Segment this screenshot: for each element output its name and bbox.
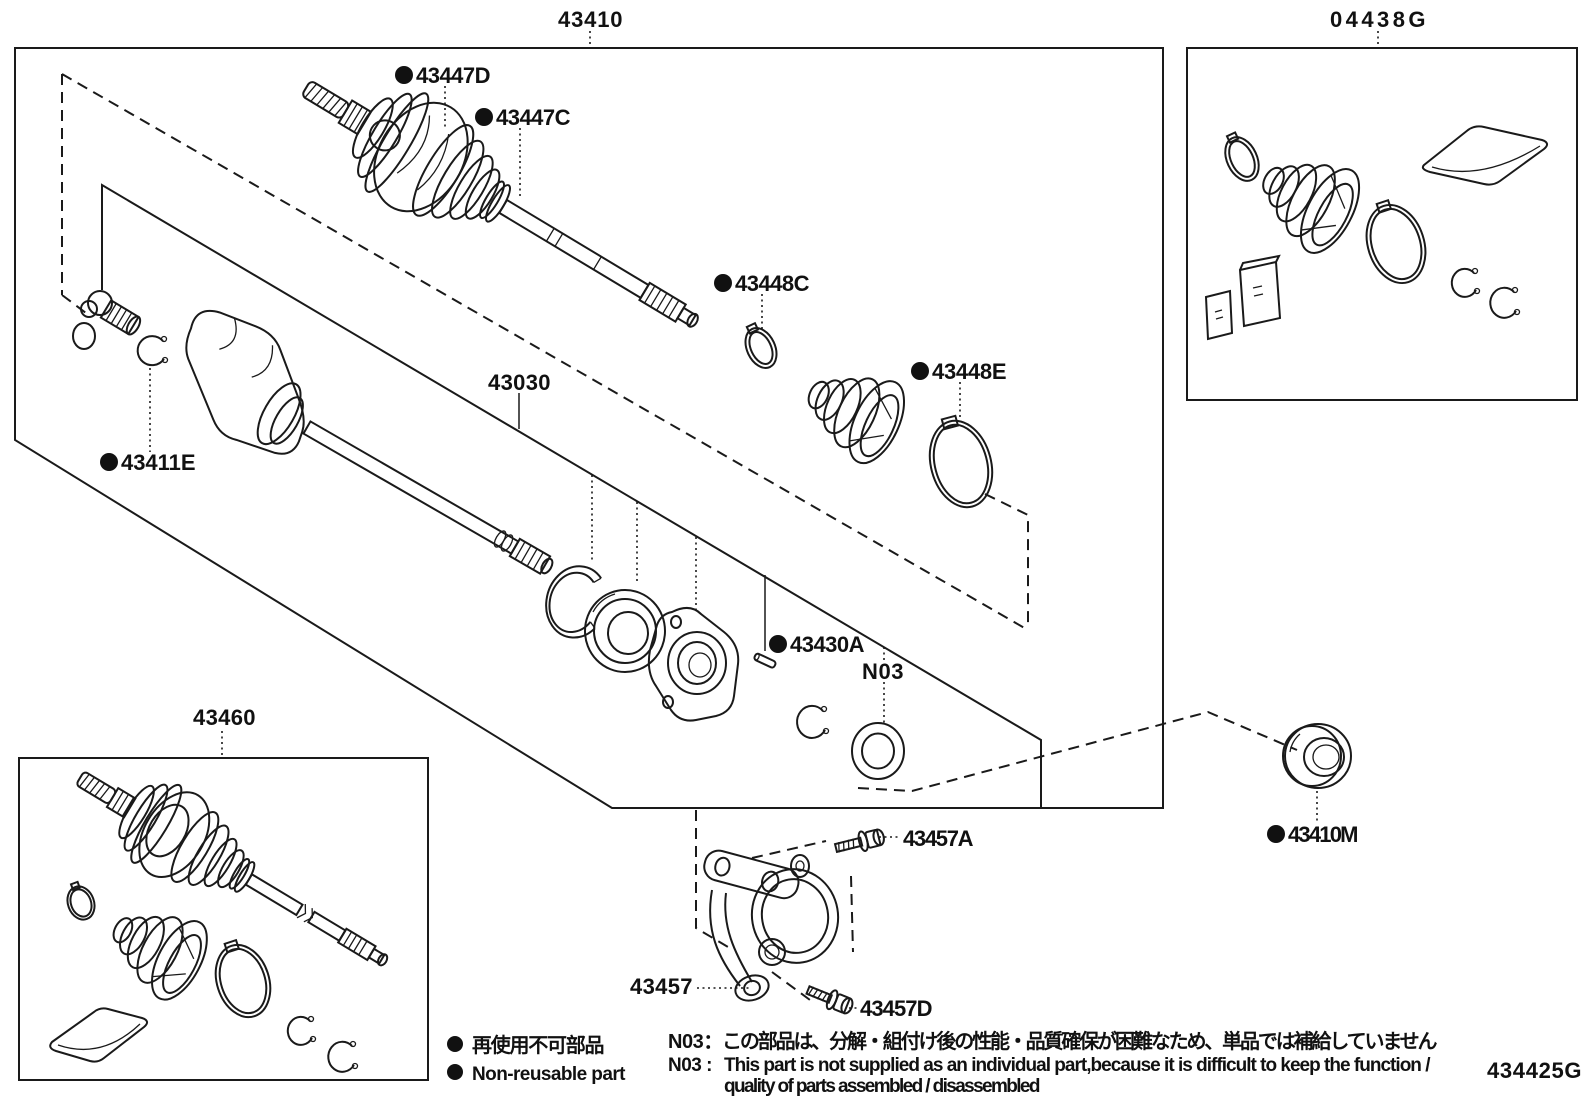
bracket-boss bbox=[758, 938, 786, 966]
label-43457D: 43457D bbox=[860, 996, 932, 1021]
inner-shaft-projection-lines bbox=[101, 183, 1042, 808]
label-leader-lines bbox=[149, 31, 1379, 1009]
part-number-labels: 43410 04438G 43460 43447D 43447C 43448C … bbox=[100, 7, 1426, 1021]
kit-grease-pack bbox=[1421, 125, 1548, 186]
legend-non-reusable-en: Non-reusable part bbox=[472, 1064, 626, 1085]
label-43430A: 43430A bbox=[790, 632, 865, 657]
bolt-43457D bbox=[805, 984, 854, 1015]
inner-axle-splined-end bbox=[508, 537, 552, 576]
label-43448E: 43448E bbox=[932, 359, 1006, 384]
note-n03-en-line1: This part is not supplied as an individu… bbox=[724, 1055, 1431, 1076]
label-N03-callout: N03 bbox=[862, 659, 903, 684]
legend-non-reusable-jp: 再使用不可部品 bbox=[472, 1033, 604, 1057]
inboard-joint-housing bbox=[185, 309, 554, 576]
bracket-foot bbox=[734, 974, 770, 1002]
non-reusable-dot-icon bbox=[1267, 825, 1285, 843]
outboard-joint-shaft-drawing bbox=[302, 81, 699, 328]
projection-dashed-lines bbox=[61, 73, 1298, 1001]
label-43457A: 43457A bbox=[903, 826, 974, 851]
boot-43448 bbox=[807, 377, 906, 465]
inboard-joint-shaft-drawing bbox=[72, 290, 905, 780]
label-43411E: 43411E bbox=[121, 450, 195, 475]
inboard-boot-and-clamps bbox=[744, 321, 994, 509]
kit-small-clamp bbox=[1224, 131, 1260, 182]
kit-snap-ring-1 bbox=[1450, 267, 1481, 298]
shaft-snap-ring bbox=[136, 335, 169, 367]
non-reusable-dot-icon bbox=[100, 453, 118, 471]
kit2-boot bbox=[112, 915, 208, 1001]
diagram-frames bbox=[14, 31, 1578, 1081]
non-reusable-dot-icon bbox=[911, 362, 929, 380]
kit2-snap-ring-2 bbox=[327, 1040, 359, 1073]
solid-leader-lines bbox=[518, 393, 766, 651]
kit2-large-clamp bbox=[214, 938, 272, 1019]
bracket-ring bbox=[750, 868, 840, 964]
non-reusable-dot-icon bbox=[395, 66, 413, 84]
label-43448C: 43448C bbox=[735, 271, 810, 296]
boot-kit-contents bbox=[1204, 125, 1548, 341]
figure-code: 434425G bbox=[1487, 1058, 1581, 1083]
tripod-joint bbox=[72, 290, 142, 350]
clamp-43448E bbox=[928, 414, 994, 509]
kit2-grease-pack bbox=[49, 1007, 148, 1063]
label-43457: 43457 bbox=[630, 974, 692, 999]
bearing-bracket-drawing bbox=[647, 607, 740, 722]
main-assembly-box bbox=[14, 47, 1164, 809]
shaft-bracket-drawing bbox=[703, 828, 885, 1015]
straight-pin bbox=[753, 652, 777, 669]
boot-kit-box bbox=[1186, 47, 1578, 401]
bracket-ear bbox=[790, 854, 810, 878]
center-bearing bbox=[584, 589, 666, 673]
small-snap-ring bbox=[796, 704, 830, 739]
kit2-snap-ring-1 bbox=[286, 1015, 317, 1046]
label-43030: 43030 bbox=[488, 370, 550, 395]
kit-large-clamp bbox=[1365, 199, 1427, 285]
label-43447C: 43447C bbox=[496, 105, 571, 130]
boot-clamp-small bbox=[479, 180, 505, 220]
label-43410M: 43410M bbox=[1288, 822, 1358, 847]
note-n03-label-en: N03 : bbox=[668, 1055, 712, 1076]
bracket-top-arm bbox=[703, 849, 800, 900]
boot-ridge bbox=[412, 124, 475, 217]
dust-deflector-drawing bbox=[1282, 723, 1352, 789]
non-reusable-dot-icon bbox=[447, 1036, 463, 1052]
kit-packet-small bbox=[1204, 289, 1234, 341]
label-43447D: 43447D bbox=[416, 63, 490, 88]
label-43410: 43410 bbox=[558, 7, 622, 32]
clamp-43448C bbox=[744, 321, 778, 369]
stub-thread bbox=[302, 81, 350, 119]
kit-packet-large bbox=[1238, 254, 1282, 328]
shaft-kit-contents bbox=[49, 771, 389, 1073]
axle-bar bbox=[497, 198, 650, 300]
label-04438G: 04438G bbox=[1330, 7, 1425, 32]
shaft-kit-box bbox=[18, 757, 429, 1081]
non-reusable-dot-icon bbox=[447, 1064, 463, 1080]
note-n03-en-line2: quality of parts assembled / disassemble… bbox=[724, 1076, 1040, 1097]
non-reusable-dot-icon bbox=[475, 108, 493, 126]
kit-boot bbox=[1262, 163, 1361, 254]
kit2-small-clamp bbox=[66, 880, 96, 921]
non-reusable-dot-icon bbox=[714, 274, 732, 292]
kit-shaft-assembly bbox=[76, 771, 389, 967]
bracket-leg bbox=[709, 889, 753, 987]
non-reusable-dot-icon bbox=[769, 635, 787, 653]
kit-snap-ring-2 bbox=[1489, 286, 1521, 319]
label-43460: 43460 bbox=[193, 705, 255, 730]
bearing-snap-ring bbox=[545, 565, 602, 639]
inner-axle-bar bbox=[302, 420, 520, 555]
oil-seal bbox=[851, 722, 905, 780]
note-n03-label-jp: N03： bbox=[668, 1031, 723, 1053]
note-n03-jp: この部品は、分解・組付け後の性能・品質確保が困難なため、単品では補給していません bbox=[722, 1029, 1438, 1053]
legend-and-notes: 再使用不可部品 Non-reusable part N03： この部品は、分解・… bbox=[447, 1029, 1582, 1097]
bolt-43457A bbox=[833, 828, 885, 854]
